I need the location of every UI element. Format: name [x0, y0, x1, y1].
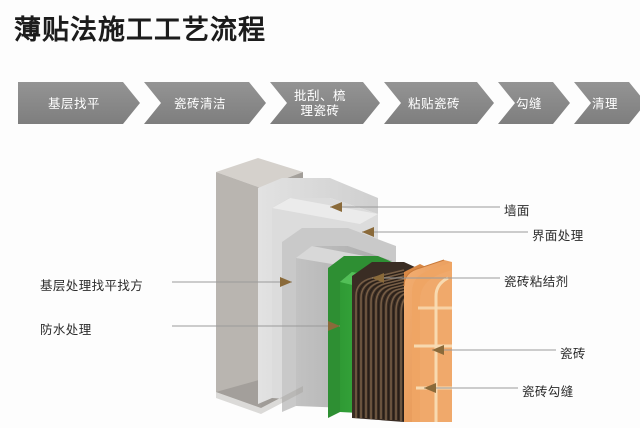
layer-ceramic-tile: [403, 259, 452, 422]
flow-step-3[interactable]: 批刮、梳 理瓷砖: [270, 82, 380, 124]
wall-layer-illustration: [0, 150, 640, 428]
flow-step-5[interactable]: 勾缝: [498, 82, 570, 124]
page-title: 薄贴法施工工艺流程: [14, 15, 266, 46]
callout-wall-surface: 墙面: [504, 203, 530, 218]
callout-waterproofing: 防水处理: [40, 322, 92, 337]
flow-step-5-label: 勾缝: [515, 95, 542, 111]
illustration-base-shadow: [216, 386, 303, 414]
callout-ceramic-tile: 瓷砖: [560, 346, 586, 361]
callout-tile-grouting: 瓷砖勾缝: [522, 384, 574, 399]
flow-step-3-label: 批刮、梳 理瓷砖: [288, 88, 352, 118]
callout-interface-treatment: 界面处理: [532, 228, 584, 243]
flow-step-4[interactable]: 粘贴瓷砖: [384, 82, 494, 124]
flow-step-1[interactable]: 基层找平: [18, 82, 140, 124]
flow-step-2[interactable]: 瓷砖清洁: [144, 82, 266, 124]
flow-step-6[interactable]: 清理: [574, 82, 640, 124]
process-flow-bar: 基层找平 瓷砖清洁 批刮、梳 理瓷砖 粘贴瓷砖 勾缝 清理: [18, 82, 626, 124]
flow-step-6-label: 清理: [591, 95, 618, 111]
flow-step-3-line-2: 理瓷砖: [300, 103, 340, 118]
flow-step-2-label: 瓷砖清洁: [173, 95, 226, 111]
flow-step-4-label: 粘贴瓷砖: [407, 95, 460, 111]
callout-arrowheads: [280, 202, 444, 393]
flow-step-3-line-1: 批刮、梳: [293, 88, 346, 103]
callout-substrate-leveling: 基层处理找平找方: [40, 278, 144, 293]
callout-leaders: [172, 206, 556, 389]
callout-tile-adhesive: 瓷砖粘结剂: [504, 274, 569, 289]
flow-step-1-label: 基层找平: [47, 95, 100, 111]
